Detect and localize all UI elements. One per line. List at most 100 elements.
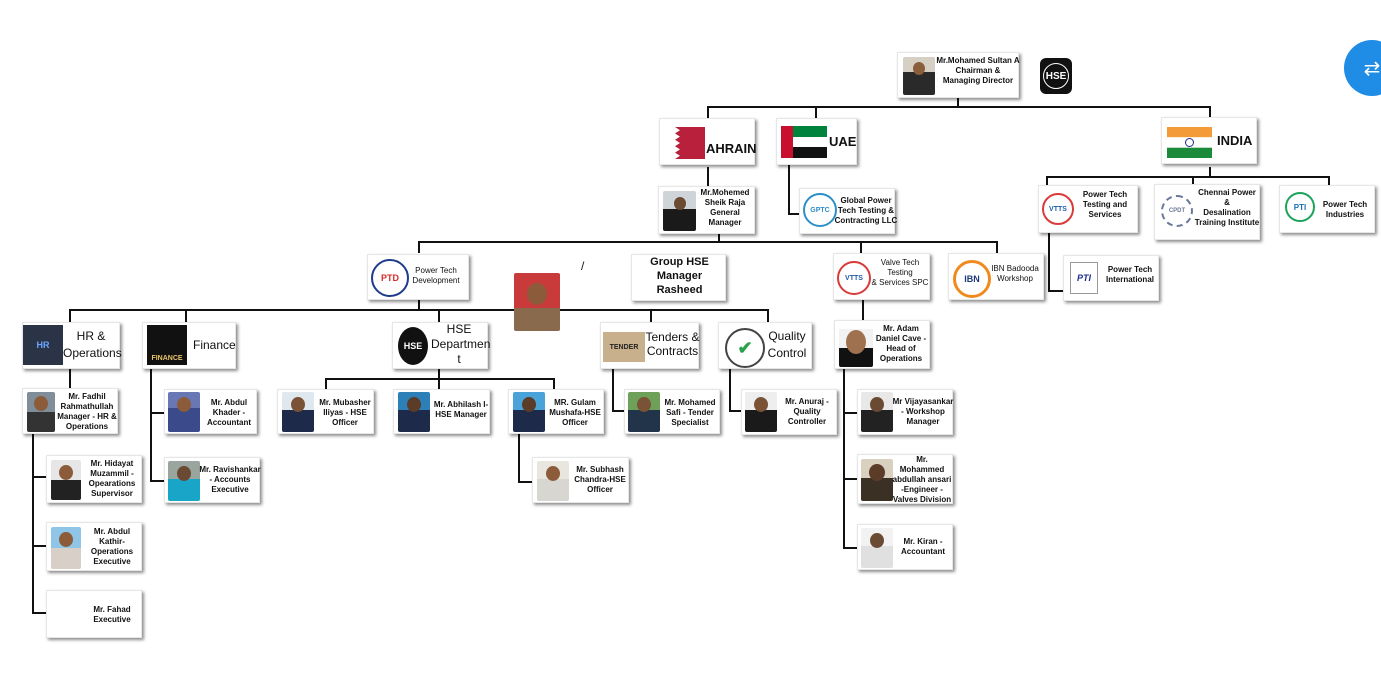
person-name: Mr. Kiran - Accountant bbox=[901, 537, 945, 556]
india-company-name: Power Tech International bbox=[1105, 265, 1154, 284]
connector-line bbox=[718, 232, 720, 242]
person-gulam[interactable]: MR. Gulam Mushafa-HSE Officer bbox=[508, 389, 604, 434]
connector-line bbox=[32, 433, 34, 613]
pti-international-logo-icon: PTI bbox=[1070, 262, 1098, 294]
slash-mark: / bbox=[581, 259, 585, 273]
unit-name: Power Tech Development bbox=[412, 266, 460, 285]
cpdti-logo-icon: CPDT bbox=[1161, 195, 1193, 227]
person-ravishankar[interactable]: Mr. Ravishankar - Accounts Executive bbox=[164, 457, 261, 503]
connector-line bbox=[325, 378, 327, 390]
finance-logo-text: FINANCE bbox=[151, 355, 183, 362]
person-safi[interactable]: Mr. Mohamed Safi - Tender Specialist bbox=[624, 389, 720, 434]
person-photo bbox=[861, 528, 893, 568]
person-abhilash[interactable]: Mr. Abhilash I- HSE Manager bbox=[393, 389, 490, 434]
connector-line bbox=[996, 241, 998, 253]
india-company-pt-international[interactable]: PTI Power Tech International bbox=[1063, 255, 1159, 301]
person-photo bbox=[839, 325, 873, 367]
gm-name: Mr.Mohemed Sheik Raja General Manager bbox=[700, 188, 750, 227]
chairman-node[interactable]: Mr.Mohamed Sultan A Chairman & Managing … bbox=[897, 52, 1020, 98]
connector-line bbox=[150, 480, 164, 482]
person-subhash[interactable]: Mr. Subhash Chandra-HSE Officer bbox=[532, 457, 629, 503]
person-anuraj[interactable]: Mr. Anuraj - Quality Controller bbox=[741, 389, 837, 435]
gm-photo bbox=[663, 191, 696, 231]
pti-logo-icon: PTI bbox=[1285, 192, 1315, 222]
dept-hse[interactable]: HSE HSE Departmen t bbox=[392, 322, 491, 369]
translate-fab-icon[interactable]: ⇄ bbox=[1344, 40, 1381, 96]
finance-logo-icon: FINANCE bbox=[147, 325, 187, 365]
connector-line bbox=[553, 378, 555, 390]
connector-line bbox=[1046, 176, 1048, 186]
person-fahad[interactable]: Mr. Fahad Executive bbox=[46, 590, 142, 638]
connector-line bbox=[1192, 176, 1194, 184]
person-name: Mr. Hidayat Muzammil - Opearations Super… bbox=[88, 459, 136, 498]
connector-line bbox=[418, 241, 420, 253]
country-uae-label: UAE bbox=[829, 134, 857, 149]
hr-logo-icon: HR bbox=[23, 325, 63, 365]
dept-name: HSE Departmen t bbox=[431, 322, 491, 366]
connector-line bbox=[150, 412, 164, 414]
unit-valve-tech[interactable]: VTTS Valve Tech Testing & Services SPC bbox=[833, 253, 930, 300]
connector-line bbox=[1048, 232, 1050, 292]
person-name: Mr. Fadhil Rahmathullah Manager - HR & O… bbox=[57, 392, 117, 431]
country-uae[interactable]: UAE bbox=[776, 118, 857, 165]
india-company-ptts[interactable]: VTTS Power Tech Testing and Services bbox=[1038, 185, 1138, 233]
person-mubasher[interactable]: Mr. Mubasher Iliyas - HSE Officer bbox=[277, 389, 374, 434]
unit-power-tech-development[interactable]: PTD Power Tech Development bbox=[367, 254, 469, 300]
person-name: Mr. Mubasher Iliyas - HSE Officer bbox=[319, 398, 371, 427]
hse-badge-label: HSE bbox=[1043, 63, 1069, 89]
person-photo bbox=[51, 527, 81, 569]
person-photo bbox=[513, 392, 545, 432]
person-fadhil[interactable]: Mr. Fadhil Rahmathullah Manager - HR & O… bbox=[22, 388, 118, 434]
person-abdul-khader[interactable]: Mr. Abdul Khader - Accountant bbox=[164, 389, 257, 434]
connector-line bbox=[32, 476, 46, 478]
person-kiran[interactable]: Mr. Kiran - Accountant bbox=[857, 524, 953, 570]
connector-line bbox=[707, 106, 709, 118]
dept-hr-operations[interactable]: HR HR & Operations bbox=[22, 322, 122, 369]
person-adam[interactable]: Mr. Adam Daniel Cave - Head of Operation… bbox=[834, 320, 930, 369]
person-ansari[interactable]: Mr. Mohammed abdullah ansari -Engineer -… bbox=[857, 454, 953, 504]
connector-line bbox=[1046, 176, 1330, 178]
india-company-pti[interactable]: PTI Power Tech Industries bbox=[1279, 185, 1375, 233]
connector-line bbox=[69, 309, 769, 311]
connector-line bbox=[729, 365, 731, 412]
person-photo bbox=[628, 392, 660, 432]
connector-line bbox=[650, 309, 652, 323]
pti-international-logo-text: PTI bbox=[1076, 273, 1091, 283]
connector-line bbox=[612, 410, 624, 412]
uae-flag-icon bbox=[781, 126, 827, 158]
india-company-cpdti[interactable]: CPDT Chennai Power & Desalination Traini… bbox=[1154, 184, 1260, 240]
tender-logo-text: TENDER bbox=[609, 343, 639, 351]
uae-company-gptc[interactable]: GPTC Global Power Tech Testing & Contrac… bbox=[799, 188, 897, 234]
unit-ibn-badooda[interactable]: IBN IBN Badooda Workshop bbox=[948, 253, 1044, 300]
unit-group-hse-manager[interactable]: Group HSE Manager Rasheed bbox=[631, 254, 726, 301]
connector-line bbox=[418, 241, 998, 243]
connector-line bbox=[325, 378, 555, 380]
gm-node[interactable]: Mr.Mohemed Sheik Raja General Manager bbox=[658, 186, 755, 234]
person-kathir[interactable]: Mr. Abdul Kathir- Operations Executive bbox=[46, 522, 142, 571]
connector-line bbox=[518, 433, 520, 483]
connector-line bbox=[1209, 106, 1211, 118]
india-company-name: Chennai Power & Desalination Training In… bbox=[1194, 188, 1260, 227]
connector-line bbox=[862, 298, 864, 320]
person-vijayasankar[interactable]: Mr Vijayasankar - Workshop Manager bbox=[857, 389, 953, 435]
connector-line bbox=[1209, 167, 1211, 177]
dept-finance[interactable]: FINANCE Finance bbox=[142, 322, 236, 369]
country-india[interactable]: INDIA bbox=[1161, 117, 1257, 164]
country-india-label: INDIA bbox=[1217, 133, 1253, 148]
dept-tenders-contracts[interactable]: TENDER Tenders & Contracts bbox=[600, 322, 700, 369]
connector-line bbox=[707, 106, 1211, 108]
country-bahrain[interactable]: AHRAIN bbox=[659, 118, 757, 165]
bahrain-flag-icon bbox=[663, 127, 705, 159]
dept-quality-control[interactable]: ✔ Quality Control bbox=[718, 322, 812, 369]
connector-line bbox=[843, 478, 857, 480]
person-photo bbox=[51, 460, 81, 500]
dept-name: Quality Control bbox=[767, 329, 807, 360]
connector-line bbox=[843, 412, 857, 414]
connector-line bbox=[32, 612, 46, 614]
person-hidayat[interactable]: Mr. Hidayat Muzammil - Opearations Super… bbox=[46, 455, 142, 503]
connector-line bbox=[612, 360, 614, 412]
person-name: Mr. Fahad Executive bbox=[93, 605, 131, 624]
india-company-name: Power Tech Industries bbox=[1322, 200, 1368, 219]
person-photo bbox=[398, 392, 430, 432]
person-name: Mr. Abhilash I- HSE Manager bbox=[433, 400, 489, 419]
